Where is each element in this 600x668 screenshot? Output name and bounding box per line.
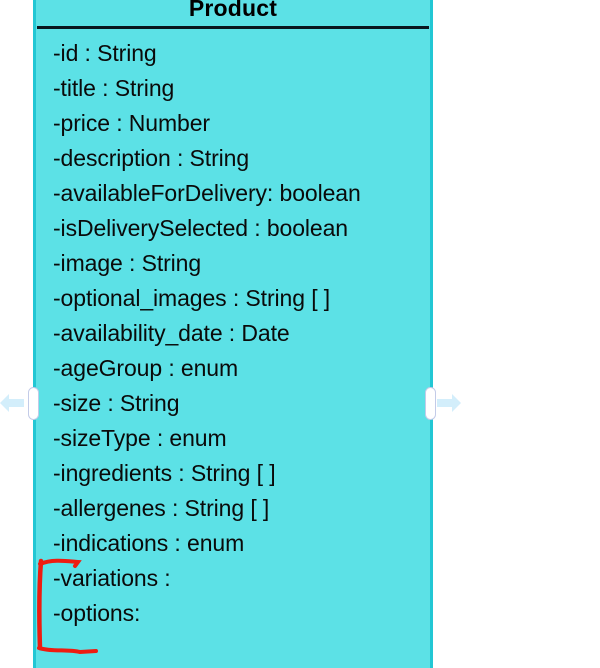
attribute-row[interactable]: -isDeliverySelected : boolean <box>53 215 348 241</box>
class-name-label: Product <box>188 0 278 21</box>
arrow-left-icon <box>0 394 24 412</box>
attribute-row[interactable]: -description : String <box>53 145 250 171</box>
attribute-row[interactable]: -ageGroup : enum <box>53 355 239 381</box>
attribute-row[interactable]: -availableForDelivery: boolean <box>53 180 361 206</box>
attribute-row[interactable]: -variations : <box>53 565 171 591</box>
class-attributes-list: -id : String -title : String -price : Nu… <box>36 36 430 631</box>
pan-left-arrow-icon[interactable] <box>0 390 24 416</box>
class-header-divider <box>37 26 429 29</box>
attribute-row[interactable]: -options: <box>53 600 141 626</box>
attribute-row[interactable]: -availability_date : Date <box>53 320 290 346</box>
attribute-row[interactable]: -price : Number <box>53 110 210 136</box>
attribute-row[interactable]: -indications : enum <box>53 530 245 556</box>
uml-class-product[interactable]: Product -id : String -title : String -pr… <box>33 0 433 668</box>
attribute-row[interactable]: -ingredients : String [ ] <box>53 460 276 486</box>
attribute-row[interactable]: -id : String <box>53 40 157 66</box>
attribute-row[interactable]: -size : String <box>53 390 180 416</box>
arrow-right-icon <box>437 394 461 412</box>
attribute-row[interactable]: -optional_images : String [ ] <box>53 285 331 311</box>
right-resize-handle[interactable] <box>425 387 436 420</box>
left-resize-handle[interactable] <box>28 387 39 420</box>
attribute-row[interactable]: -sizeType : enum <box>53 425 227 451</box>
attribute-row[interactable]: -allergenes : String [ ] <box>53 495 270 521</box>
attribute-row[interactable]: -image : String <box>53 250 202 276</box>
pan-right-arrow-icon[interactable] <box>437 390 461 416</box>
class-header: Product <box>36 0 430 28</box>
attribute-row[interactable]: -title : String <box>53 75 175 101</box>
